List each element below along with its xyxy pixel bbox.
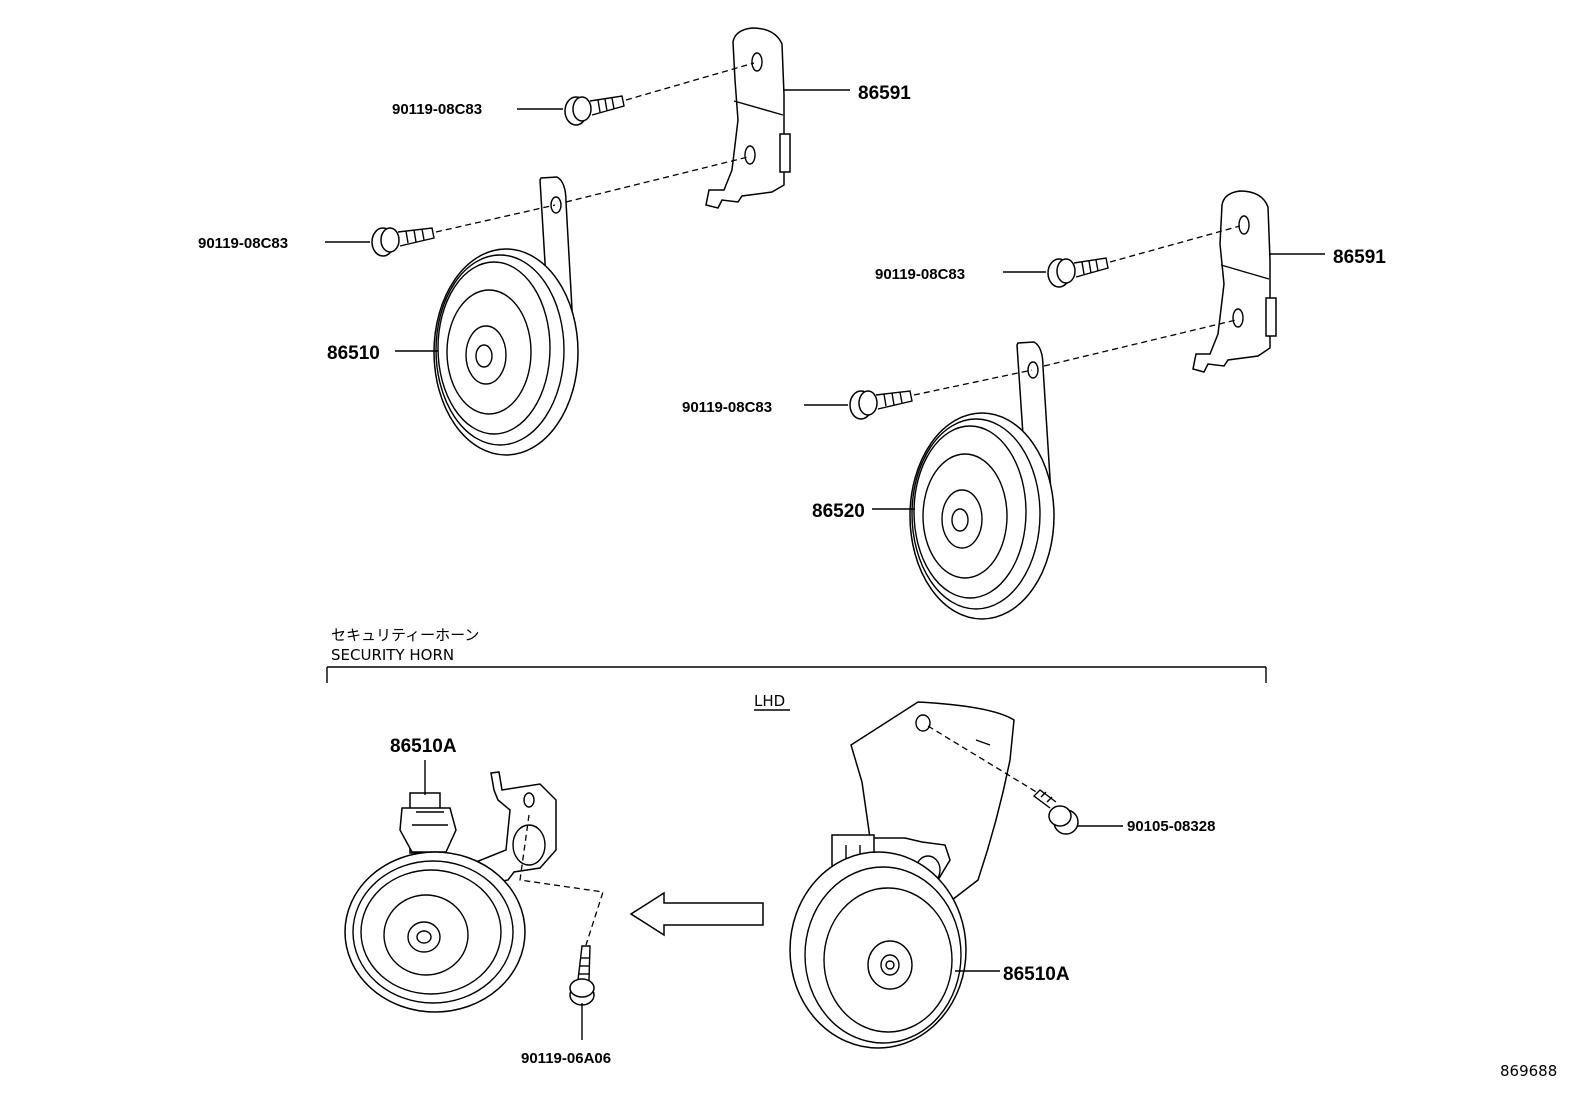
label-horn-high: 86520 <box>812 501 865 522</box>
bolt-90119-08c83-2 <box>325 227 435 257</box>
section-title-jp: セキュリティーホーン <box>331 626 479 644</box>
label-security-horn-right: 86510A <box>1003 964 1070 985</box>
variant-label: LHD <box>754 692 785 710</box>
horn-86520 <box>872 341 1055 620</box>
label-bracket-1: 86591 <box>858 83 911 104</box>
bolt-90119-06a06 <box>569 945 595 1040</box>
label-security-bolt-right: 90105-08328 <box>1127 818 1215 835</box>
section-title-en: SECURITY HORN <box>331 646 454 664</box>
security-horn-left <box>344 760 557 1013</box>
security-horn-right <box>789 701 1015 1049</box>
label-bracket-2: 86591 <box>1333 247 1386 268</box>
direction-arrow <box>629 891 764 937</box>
bracket-86591-left <box>705 27 850 209</box>
label-horn-low: 86510 <box>327 343 380 364</box>
bracket-86591-right <box>1192 190 1325 373</box>
label-security-horn-left: 86510A <box>390 736 457 757</box>
bolt-90105-08328 <box>1032 789 1123 835</box>
bolt-90119-08c83-4 <box>804 390 913 420</box>
section-bracket-line <box>326 666 1267 683</box>
label-bolt-4: 90119-08C83 <box>682 399 772 416</box>
label-security-bolt-left: 90119-06A06 <box>521 1050 611 1067</box>
label-bolt-3: 90119-08C83 <box>875 266 965 283</box>
diagram-id: 869688 <box>1500 1062 1557 1080</box>
horn-86510 <box>395 176 579 456</box>
bolt-90119-08c83-3 <box>1003 257 1109 288</box>
label-bolt-1: 90119-08C83 <box>392 101 482 118</box>
bolt-90119-08c83-1 <box>517 95 625 126</box>
label-bolt-2: 90119-08C83 <box>198 235 288 252</box>
